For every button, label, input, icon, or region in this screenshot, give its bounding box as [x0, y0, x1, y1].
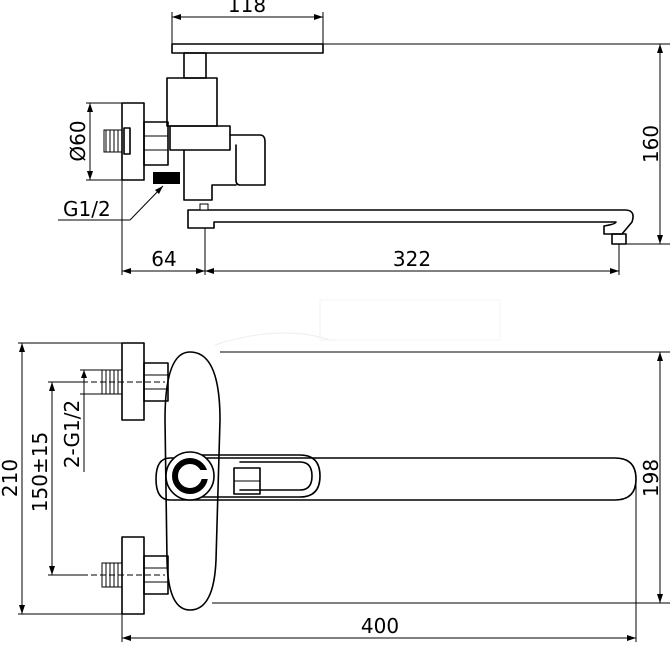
- dim-400: 400: [361, 614, 399, 638]
- watermark: [214, 299, 501, 346]
- dim-diameter-60: Ø60: [66, 120, 90, 161]
- spout-top: [155, 457, 637, 501]
- dim-118: 118: [228, 0, 266, 17]
- dim-64: 64: [151, 247, 176, 271]
- dim-198: 198: [639, 459, 663, 497]
- dim-g12: G1/2: [63, 197, 111, 221]
- mixer-body: [164, 351, 221, 611]
- thread-hatching: [103, 129, 123, 153]
- top-dimensions: 210 150±15 2-G1/2 198 400: [0, 342, 670, 642]
- upper-flange: [121, 342, 145, 421]
- spout: [187, 209, 634, 235]
- cartridge-body: [166, 77, 218, 127]
- side-dimensions: 118 160 Ø60 G1/2 64 322: [58, 0, 670, 275]
- lever-top: [184, 454, 321, 498]
- connector-nut: [143, 121, 169, 166]
- diverter-knob: [229, 134, 266, 186]
- dim-150: 150±15: [28, 432, 52, 512]
- lower-flange: [121, 536, 145, 615]
- wall-flange: [121, 102, 145, 181]
- dim-322: 322: [393, 247, 431, 271]
- lever-handle: [171, 43, 324, 54]
- dim-2-g12: 2-G1/2: [60, 400, 84, 468]
- lever-stem: [183, 52, 207, 79]
- side-view: [103, 43, 634, 245]
- dim-210: 210: [0, 459, 22, 497]
- top-view: [82, 342, 637, 615]
- dim-160: 160: [639, 125, 663, 163]
